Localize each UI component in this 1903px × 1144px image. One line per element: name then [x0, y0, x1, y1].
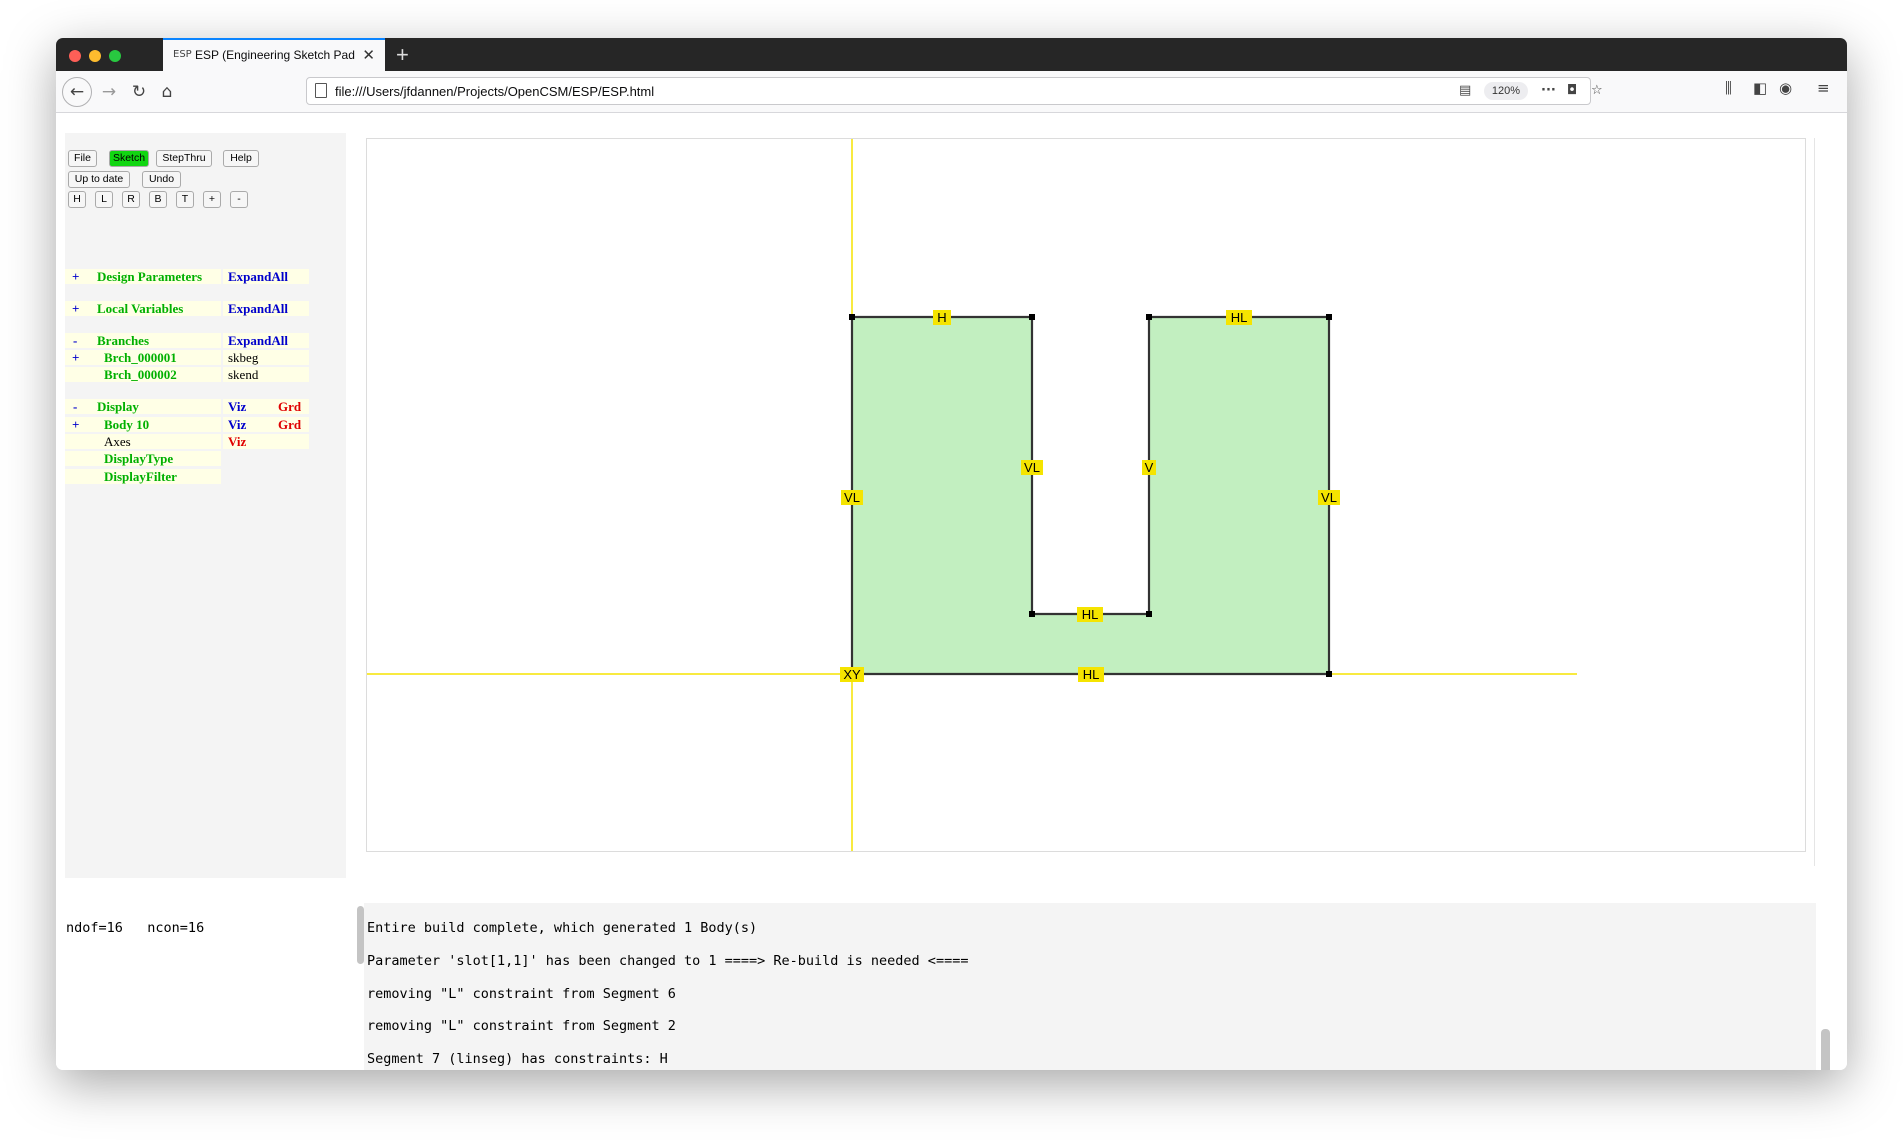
brch2-value: skend [228, 367, 259, 382]
brch1-toggle[interactable]: + [72, 350, 80, 365]
help-button[interactable]: Help [223, 150, 259, 167]
body10-label[interactable]: Body 10 [104, 417, 150, 432]
displayfilter-label[interactable]: DisplayFilter [104, 469, 177, 484]
local-vars-toggle[interactable]: + [72, 301, 80, 316]
view-r-button[interactable]: R [122, 191, 140, 208]
forward-arrow-icon[interactable]: → [101, 82, 117, 102]
canvas-divider [1814, 138, 1815, 866]
design-params-label[interactable]: Design Parameters [97, 269, 203, 284]
reader-view-icon[interactable]: ▤ [1459, 83, 1472, 98]
design-params-expandall[interactable]: ExpandAll [228, 269, 288, 284]
undo-button[interactable]: Undo [142, 171, 181, 188]
constraint-labels: H HL VL VL V VL HL HL XY [840, 310, 1340, 682]
back-arrow-icon[interactable]: ← [62, 77, 92, 107]
minimize-window-button[interactable] [89, 50, 101, 62]
status-readout: ndof=16 ncon=16 [66, 920, 204, 936]
url-text[interactable]: file:///Users/jfdannen/Projects/OpenCSM/… [335, 84, 655, 99]
view-h-button[interactable]: H [68, 191, 86, 208]
up-to-date-button[interactable]: Up to date [68, 171, 130, 188]
constraint-label-origin[interactable]: XY [843, 667, 861, 682]
vertex[interactable] [1029, 611, 1035, 617]
sidebar-icon[interactable]: ◧ [1753, 79, 1768, 97]
left-panel [65, 133, 346, 878]
local-vars-expandall[interactable]: ExpandAll [228, 301, 288, 316]
log-scrollbar[interactable] [1821, 1029, 1830, 1070]
zoom-window-button[interactable] [109, 50, 121, 62]
esp-favicon-icon: ESP [173, 49, 192, 60]
constraint-label-slot-bottom[interactable]: HL [1082, 607, 1099, 622]
message-log[interactable]: Entire build complete, which generated 1… [364, 903, 1816, 1070]
log-line: Entire build complete, which generated 1… [367, 920, 758, 936]
new-tab-icon[interactable]: + [396, 42, 409, 67]
branches-expandall[interactable]: ExpandAll [228, 333, 288, 348]
log-line: Segment 7 (linseg) has constraints: H [367, 1051, 668, 1067]
url-bar[interactable]: file:///Users/jfdannen/Projects/OpenCSM/… [306, 77, 1603, 105]
display-label[interactable]: Display [97, 399, 139, 414]
body10-viz[interactable]: Viz [228, 417, 247, 432]
zoom-in-button[interactable]: + [203, 191, 221, 208]
tab-title: ESP (Engineering Sketch Pad, \ [195, 48, 355, 62]
design-params-toggle[interactable]: + [72, 269, 80, 284]
sketch-button[interactable]: Sketch [109, 150, 149, 167]
branches-label[interactable]: Branches [97, 333, 149, 348]
zoom-out-button[interactable]: - [230, 191, 248, 208]
view-l-button[interactable]: L [95, 191, 113, 208]
browser-window: ESP ESP (Engineering Sketch Pad, \ ✕ + ←… [56, 38, 1847, 1070]
body10-toggle[interactable]: + [72, 417, 80, 432]
ndof-text: ndof=16 [66, 920, 123, 936]
branches-toggle[interactable]: - [73, 333, 78, 348]
sketch-svg[interactable]: H HL VL VL V VL HL HL XY [367, 139, 1805, 851]
constraint-label-right-outer[interactable]: VL [1321, 490, 1337, 505]
page-actions-icon[interactable]: ··· [1541, 83, 1556, 98]
constraint-label-left-inner[interactable]: VL [1024, 460, 1040, 475]
local-vars-label[interactable]: Local Variables [97, 301, 184, 316]
page-content: File Sketch StepThru Help Up to date Und… [56, 113, 1847, 1070]
brch2-label[interactable]: Brch_000002 [104, 367, 177, 382]
log-line: Parameter 'slot[1,1]' has been changed t… [367, 953, 969, 969]
axes-label: Axes [104, 434, 131, 449]
bookmark-star-icon[interactable]: ☆ [1591, 83, 1603, 98]
log-line: removing "L" constraint from Segment 6 [367, 986, 676, 1002]
stepthru-button[interactable]: StepThru [156, 150, 212, 167]
view-b-button[interactable]: B [149, 191, 167, 208]
library-icon[interactable]: ⫼ [1725, 79, 1732, 97]
constraint-label-top-left[interactable]: H [937, 310, 946, 325]
close-tab-icon[interactable]: ✕ [362, 47, 375, 64]
zoom-level-badge[interactable]: 120% [1484, 82, 1528, 100]
ncon-text: ncon=16 [147, 920, 205, 936]
constraint-label-bottom[interactable]: HL [1083, 667, 1100, 682]
log-line: removing "L" constraint from Segment 2 [367, 1018, 676, 1034]
constraint-label-right-inner[interactable]: V [1145, 460, 1154, 475]
body10-grd[interactable]: Grd [278, 417, 302, 432]
axes-viz[interactable]: Viz [228, 434, 247, 449]
brch1-value: skbeg [228, 350, 259, 365]
account-icon[interactable]: ◉ [1779, 79, 1793, 97]
sketch-canvas[interactable]: H HL VL VL V VL HL HL XY [366, 138, 1806, 852]
title-bar: ESP ESP (Engineering Sketch Pad, \ ✕ + [56, 38, 1847, 71]
browser-tab[interactable]: ESP ESP (Engineering Sketch Pad, \ ✕ [163, 38, 385, 71]
navigation-bar: ← → ↻ ⌂ file:///Users/jfdannen/Projects/… [56, 71, 1847, 113]
home-icon[interactable]: ⌂ [161, 82, 173, 102]
menu-icon[interactable]: ≡ [1817, 79, 1830, 97]
close-window-button[interactable] [69, 50, 81, 62]
vertex[interactable] [1029, 314, 1035, 320]
displaytype-label[interactable]: DisplayType [104, 451, 174, 466]
vertex[interactable] [1326, 314, 1332, 320]
view-t-button[interactable]: T [176, 191, 194, 208]
brch1-label[interactable]: Brch_000001 [104, 350, 177, 365]
constraint-label-top-right[interactable]: HL [1231, 310, 1248, 325]
page-info-icon[interactable] [315, 83, 327, 98]
display-grd[interactable]: Grd [278, 399, 302, 414]
vertex[interactable] [1146, 611, 1152, 617]
vertex[interactable] [1146, 314, 1152, 320]
constraint-label-left-outer[interactable]: VL [844, 490, 860, 505]
vertex[interactable] [1326, 671, 1332, 677]
pocket-icon[interactable]: ◘ [1567, 83, 1578, 98]
vertex[interactable] [849, 314, 855, 320]
display-viz[interactable]: Viz [228, 399, 247, 414]
display-toggle[interactable]: - [73, 399, 78, 414]
status-scrollbar[interactable] [357, 906, 364, 964]
file-button[interactable]: File [68, 150, 97, 167]
reload-icon[interactable]: ↻ [131, 82, 147, 102]
